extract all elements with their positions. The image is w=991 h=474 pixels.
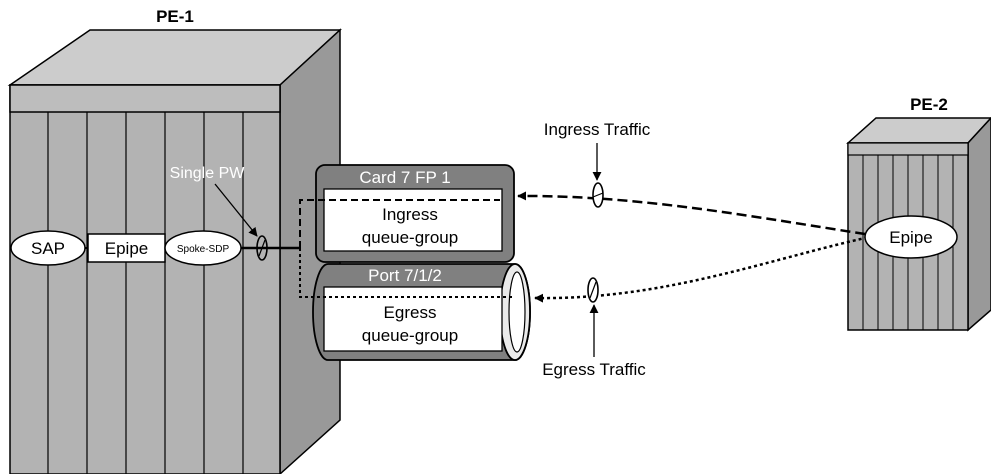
- pe1-chassis-header: [9, 84, 281, 113]
- single-pw-label: Single PW: [170, 165, 246, 182]
- pe1-chassis: [7, 28, 342, 474]
- ingress-queue-group-line1: Ingress: [382, 205, 438, 224]
- pw-ring: [256, 235, 268, 261]
- pe2-epipe-label: Epipe: [889, 228, 932, 247]
- pe2-title: PE-2: [910, 95, 948, 114]
- sap-label: SAP: [31, 239, 65, 258]
- egress-traffic-path: [534, 236, 866, 303]
- pe2-chassis-side: [967, 116, 991, 332]
- port-cylinder-end-inner: [508, 271, 526, 353]
- ingress-traffic-path: [517, 191, 866, 236]
- egress-traffic-ring-slash: [589, 281, 597, 299]
- ingress-traffic-ring-slash: [592, 192, 604, 198]
- pw-ring-slash: [258, 239, 266, 257]
- card-title: Card 7 FP 1: [359, 168, 450, 187]
- ingress-internal-path: [299, 199, 500, 248]
- pe2-chassis-header: [847, 142, 969, 156]
- egress-queue-group-line1: Egress: [384, 303, 437, 322]
- pe1-title: PE-1: [156, 7, 194, 26]
- pe1-epipe-label: Epipe: [105, 239, 148, 258]
- pe1-epipe-box: [87, 233, 166, 263]
- pe2-chassis-top: [846, 117, 991, 144]
- port-title: Port 7/1/2: [368, 266, 442, 285]
- ingress-traffic-label: Ingress Traffic: [544, 120, 651, 139]
- pe1-chassis-front: [9, 84, 281, 474]
- egress-internal-path: [299, 248, 515, 298]
- egress-traffic-label: Egress Traffic: [542, 360, 646, 379]
- ingress-queue-group-line2: queue-group: [362, 228, 458, 247]
- egress-queue-group-line2: queue-group: [362, 326, 458, 345]
- pe2-chassis: [846, 116, 991, 332]
- pe2-epipe-node: [864, 215, 958, 259]
- pe1-slot-dividers: [47, 112, 244, 474]
- spoke-sdp-label: Spoke-SDP: [177, 244, 230, 255]
- single-pw-pointer: [214, 183, 258, 237]
